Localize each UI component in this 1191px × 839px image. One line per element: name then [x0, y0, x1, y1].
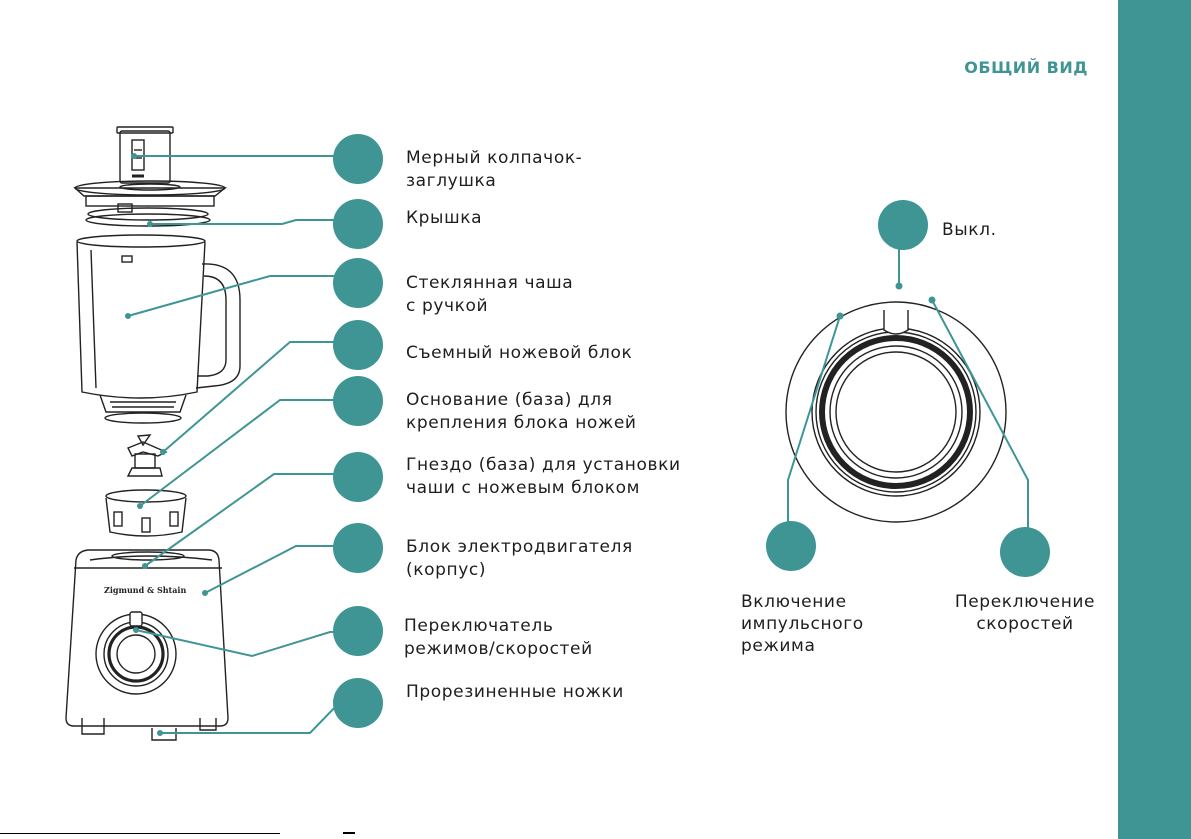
part-label-9: Прорезиненные ножки — [406, 681, 624, 704]
blade-block-drawing — [126, 434, 168, 477]
part-marker-3 — [333, 258, 383, 308]
leader-line-3 — [127, 275, 360, 317]
leader-line-9 — [160, 701, 360, 734]
leader-pulse — [787, 315, 841, 522]
part-label-4-line1: Съемный ножевой блок — [406, 343, 633, 363]
leader-line-2 — [150, 219, 360, 225]
footer-mark — [343, 832, 355, 834]
part-label-5-line1: Основание (база) для — [406, 390, 613, 410]
side-accent-bar — [1118, 0, 1191, 839]
switch-leader-dots — [836, 282, 936, 320]
part-marker-9 — [333, 678, 383, 728]
motor-body-drawing — [65, 549, 229, 741]
switch-label-speeds-line2: скоростей — [976, 614, 1074, 634]
part-label-1-line2: заглушка — [406, 171, 497, 191]
part-label-6-line2: чаши с ножевым блоком — [406, 478, 641, 498]
lid-drawing — [73, 180, 227, 227]
switch-markers — [766, 200, 1050, 577]
part-label-7: Блок электродвигателя (корпус) — [406, 536, 633, 582]
switch-label-pulse-line2: импульсного — [741, 614, 864, 634]
leader-speeds — [931, 299, 1029, 530]
part-label-3-line1: Стеклянная чаша — [406, 273, 574, 293]
part-label-1-line1: Мерный колпачок- — [406, 148, 583, 168]
dial-outer-ring — [785, 301, 1007, 523]
leader-line-8 — [135, 629, 360, 658]
switch-label-pulse: Включение импульсного режима — [741, 591, 864, 657]
mode-switch-dial — [785, 301, 1007, 523]
brand-logo: Zigmund & Shtain — [104, 585, 187, 595]
part-label-9-line1: Прорезиненные ножки — [406, 682, 624, 702]
part-label-2: Крышка — [406, 207, 482, 230]
part-label-6: Гнездо (база) для установки чаши с ножев… — [406, 454, 681, 500]
switch-marker-speeds — [1000, 527, 1050, 577]
part-label-5: Основание (база) для крепления блока нож… — [406, 389, 637, 435]
part-marker-8 — [333, 606, 383, 656]
glass-jar-drawing — [76, 234, 241, 424]
part-label-5-line2: крепления блока ножей — [406, 413, 637, 433]
part-label-2-line1: Крышка — [406, 208, 483, 228]
part-marker-6 — [333, 452, 383, 502]
switch-label-off: Выкл. — [942, 220, 997, 240]
part-marker-2 — [333, 199, 383, 249]
part-label-3-line2: с ручкой — [406, 296, 489, 316]
part-label-3: Стеклянная чаша с ручкой — [406, 272, 573, 318]
part-label-6-line1: Гнездо (база) для установки — [406, 455, 681, 475]
part-leader-lines — [127, 155, 360, 734]
blade-base-drawing — [105, 489, 187, 537]
switch-label-speeds: Переключение скоростей — [949, 591, 1101, 635]
part-label-7-line2: (корпус) — [406, 560, 487, 580]
section-title: ОБЩИЙ ВИД — [964, 58, 1088, 77]
part-markers — [333, 134, 383, 728]
part-marker-4 — [333, 320, 383, 370]
part-label-8: Переключатель режимов/скоростей — [404, 615, 593, 661]
switch-label-pulse-line3: режима — [741, 636, 816, 656]
part-marker-7 — [333, 523, 383, 573]
part-label-7-line1: Блок электродвигателя — [406, 537, 633, 557]
leader-line-4 — [162, 341, 360, 453]
leader-dots — [125, 153, 208, 736]
switch-label-pulse-line1: Включение — [741, 592, 847, 612]
part-marker-1 — [333, 134, 383, 184]
part-label-8-line2: режимов/скоростей — [404, 639, 593, 659]
part-label-4: Съемный ножевой блок — [406, 342, 632, 365]
leader-line-6 — [144, 473, 360, 567]
part-marker-5 — [333, 376, 383, 426]
switch-marker-pulse — [766, 521, 816, 571]
footer-rule — [0, 833, 280, 834]
switch-marker-off — [878, 200, 928, 250]
part-label-8-line1: Переключатель — [404, 616, 554, 636]
part-label-1: Мерный колпачок- заглушка — [406, 147, 582, 193]
switch-leader-lines — [787, 248, 1029, 530]
switch-label-speeds-line1: Переключение — [954, 592, 1096, 612]
